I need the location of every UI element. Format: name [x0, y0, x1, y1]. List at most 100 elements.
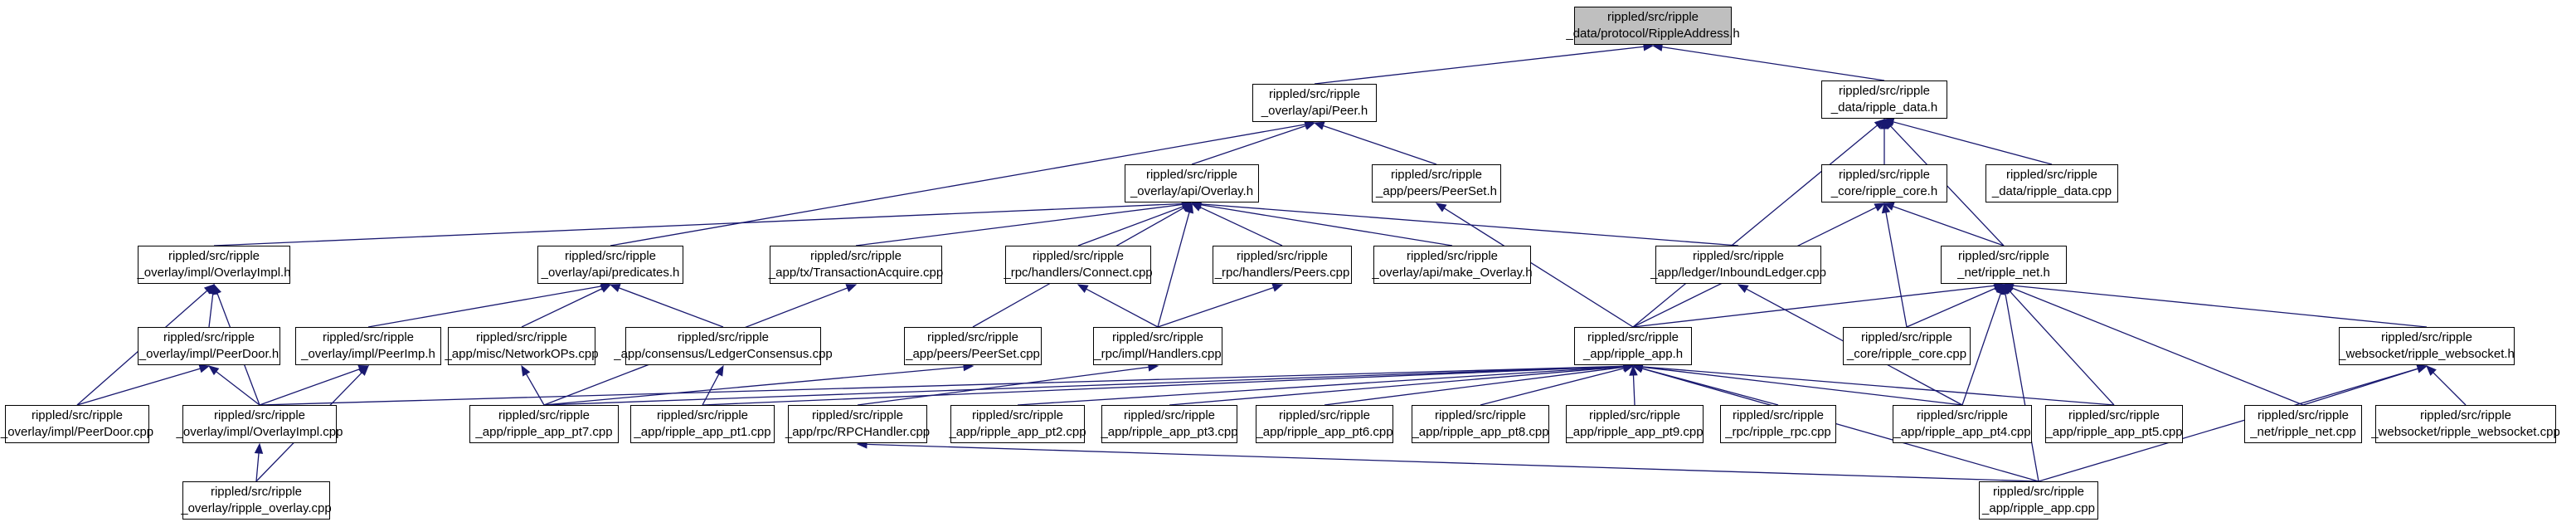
edge-ripple_data_h-to-root — [1661, 46, 1885, 81]
arrowhead-ledgerconsensus_cpp-to-predicates_h — [609, 284, 621, 292]
node-ripple-core-h[interactable]: rippled/src/ripple_core/ripple_core.h — [1821, 164, 1947, 203]
node-inboundledger-cpp[interactable]: rippled/src/ripple_app/ledger/InboundLed… — [1650, 246, 1826, 284]
edge-pt1_cpp-to-ripple_app_h — [702, 365, 1625, 406]
arrowhead-ripple_data_cpp-to-ripple_data_h — [1883, 117, 1895, 127]
node-peerset-cpp[interactable]: rippled/src/ripple_app/peers/PeerSet.cpp — [904, 327, 1042, 365]
node-ripple-net-h[interactable]: rippled/src/ripple_net/ripple_net.h — [1941, 246, 2067, 284]
node-ripple-app-pt7-cpp[interactable]: rippled/src/ripple_app/ripple_app_pt7.cp… — [469, 405, 619, 443]
arrowhead-ripple_app_h-to-ripple_data_h — [1874, 119, 1886, 129]
node-ripple-websocket-h[interactable]: rippled/src/ripple_websocket/ripple_webs… — [2339, 327, 2515, 365]
node-ripple-data-cpp[interactable]: rippled/src/ripple_data/ripple_data.cpp — [1985, 164, 2118, 203]
arrowhead-peerdoor_cpp-to-overlayimpl_h — [203, 284, 215, 295]
arrowhead-peerset_h-to-peer_h — [1313, 121, 1325, 130]
arrowhead-pt1_cpp-to-ledgerconsensus_cpp — [714, 364, 724, 377]
edge-overlayimpl_cpp-to-peerimp_h — [259, 368, 360, 406]
edge-ripple_websocket_h-to-ripple_net_h — [2012, 285, 2428, 328]
node-peerset-h[interactable]: rippled/src/ripple_app/peers/PeerSet.h — [1372, 164, 1501, 203]
arrowhead-handlers_h-to-overlay_h — [1184, 202, 1194, 214]
node-networkops-cpp[interactable]: rippled/src/ripple_app/misc/NetworkOPs.c… — [445, 327, 599, 365]
node-ripple-app-pt6-cpp[interactable]: rippled/src/ripple_app/ripple_app_pt6.cp… — [1256, 405, 1393, 443]
arrowhead-pt4_cpp-to-ripple_net_h — [1996, 283, 2005, 295]
node-peers-cpp[interactable]: rippled/src/ripple_rpc/handlers/Peers.cp… — [1213, 246, 1352, 284]
node-peerdoor-cpp[interactable]: rippled/src/ripple_overlay/impl/PeerDoor… — [1, 405, 153, 443]
arrowhead-ripple_app_h-to-peerset_h — [1435, 203, 1447, 212]
node-make-overlay-h[interactable]: rippled/src/ripple_overlay/api/make_Over… — [1372, 246, 1533, 284]
edge-pt3_cpp-to-ripple_app_h — [1169, 366, 1625, 406]
edge-pt5_cpp-to-ripple_net_h — [2009, 290, 2115, 406]
edge-ripple_app_cpp-to-ripple_net_h — [2005, 293, 2039, 482]
arrowhead-ripple_net_cpp-to-ripple_net_h — [2002, 284, 2015, 293]
node-transactionacquire-cpp[interactable]: rippled/src/ripple_app/tx/TransactionAcq… — [769, 246, 943, 284]
edge-ripple_core_cpp-to-ripple_net_h — [1906, 287, 1996, 328]
edge-pt5_cpp-to-ripple_app_h — [1641, 366, 2115, 406]
edge-ripple_net_cpp-to-ripple_net_h — [2011, 287, 2304, 406]
node-handlers-cpp[interactable]: rippled/src/ripple_rpc/impl/Handlers.cpp — [1093, 327, 1222, 365]
edge-pt7_cpp-to-networkops_cpp — [525, 373, 545, 406]
node-ripple-net-cpp[interactable]: rippled/src/ripple_net/ripple_net.cpp — [2244, 405, 2362, 443]
edge-ripple_rpc_cpp-to-ripple_app_h — [1641, 368, 1779, 406]
node-predicates-h[interactable]: rippled/src/ripple_overlay/api/predicate… — [537, 246, 683, 284]
arrowhead-overlayimpl_cpp-to-peerimp_h — [357, 364, 370, 373]
arrowhead-ripple_app_cpp-to-ripple_websocket_h — [2416, 364, 2428, 373]
edge-pt7_cpp-to-ripple_app_h — [543, 365, 1625, 406]
edge-ripple_net_h-to-ripple_core_h — [1893, 206, 2005, 246]
edge-peers_cpp-to-overlay_h — [1199, 207, 1283, 246]
arrowhead-pt9_cpp-to-ripple_app_h — [1629, 364, 1638, 376]
node-ripple-app-pt1-cpp[interactable]: rippled/src/ripple_app/ripple_app_pt1.cp… — [630, 405, 775, 443]
edge-pt9_cpp-to-ripple_app_h — [1632, 374, 1636, 406]
edge-peerdoor_cpp-to-peerdoor_h — [76, 368, 201, 406]
node-ripple-app-pt5-cpp[interactable]: rippled/src/ripple_app/ripple_app_pt5.cp… — [2045, 405, 2183, 443]
arrowhead-pt7_cpp-to-networkops_cpp — [521, 364, 531, 377]
arrowhead-ripple_overlay_cpp-to-overlayimpl_cpp — [254, 442, 264, 454]
edge-ripple_core_cpp-to-ripple_core_h — [1885, 212, 1908, 328]
node-ripple-app-pt2-cpp[interactable]: rippled/src/ripple_app/ripple_app_pt2.cp… — [949, 405, 1086, 443]
node-ripple-websocket-cpp[interactable]: rippled/src/ripple_websocket/ripple_webs… — [2371, 405, 2560, 443]
node-overlayimpl-cpp[interactable]: rippled/src/ripple_overlay/impl/OverlayI… — [177, 405, 343, 443]
edge-pt8_cpp-to-ripple_app_h — [1480, 368, 1625, 406]
node-ledgerconsensus-cpp[interactable]: rippled/src/ripple_app/consensus/LedgerC… — [614, 327, 833, 365]
node-ripple-app-h[interactable]: rippled/src/ripple_app/ripple_app.h — [1574, 327, 1692, 365]
arrowhead-ripple_core_cpp-to-ripple_net_h — [1993, 284, 2005, 293]
edge-pt2_cpp-to-ripple_app_h — [1017, 366, 1625, 406]
node-ripple-app-pt4-cpp[interactable]: rippled/src/ripple_app/ripple_app_pt4.cp… — [1893, 405, 2032, 443]
node-ripple-app-pt8-cpp[interactable]: rippled/src/ripple_app/ripple_app_pt8.cp… — [1412, 405, 1549, 443]
node-ripple-app-cpp[interactable]: rippled/src/ripple_app/ripple_app.cpp — [1979, 481, 2098, 520]
edge-ripple_app_h-to-ripple_data_h — [1632, 124, 1878, 328]
node-connect-cpp[interactable]: rippled/src/ripple_rpc/handlers/Connect.… — [1004, 246, 1153, 284]
edge-pt1_cpp-to-ledgerconsensus_cpp — [702, 373, 720, 406]
edge-overlay_h-to-peer_h — [1191, 124, 1306, 165]
arrowhead-peers_cpp-to-overlay_h — [1190, 203, 1203, 212]
arrowhead-overlayimpl_cpp-to-overlayimpl_h — [213, 283, 221, 295]
edge-ripple_app_cpp-to-rpchandler_cpp — [866, 443, 2039, 482]
arrowhead-overlay_h-to-peer_h — [1304, 121, 1316, 130]
arrowhead-networkops_cpp-to-predicates_h — [600, 284, 612, 293]
arrowhead-ripple_app_cpp-to-ripple_app_h — [1631, 364, 1644, 373]
node-peerdoor-h[interactable]: rippled/src/ripple_overlay/impl/PeerDoor… — [138, 327, 280, 365]
arrowhead-ripple_app_cpp-to-ripple_net_h — [2000, 283, 2010, 295]
node-rpchandler-cpp[interactable]: rippled/src/ripple_app/rpc/RPCHandler.cp… — [785, 405, 930, 443]
edge-ripple_net_cpp-to-ripple_websocket_h — [2302, 368, 2418, 406]
edge-overlayimpl_cpp-to-ripple_app_h — [259, 365, 1625, 406]
edge-ripple_app_h-to-ripple_net_h — [1632, 285, 1995, 328]
arrowhead-ripple_net_h-to-ripple_data_h — [1883, 119, 1894, 129]
node-peer-h[interactable]: rippled/src/ripple_overlay/api/Peer.h — [1252, 84, 1377, 122]
arrowhead-ripple_overlay_cpp-to-peerimp_h — [358, 365, 369, 376]
node-ripple-app-pt9-cpp[interactable]: rippled/src/ripple_app/ripple_app_pt9.cp… — [1566, 405, 1704, 443]
arrowhead-pt5_cpp-to-ripple_net_h — [2003, 284, 2014, 295]
node-ripple-core-cpp[interactable]: rippled/src/ripple_core/ripple_core.cpp — [1843, 327, 1971, 365]
edge-overlayimpl_cpp-to-peerdoor_h — [216, 371, 260, 406]
arrowhead-ripple_websocket_cpp-to-ripple_websocket_h — [2426, 365, 2437, 376]
edge-connect_cpp-to-overlay_h — [1077, 206, 1184, 246]
node-ripple-rpc-cpp[interactable]: rippled/src/ripple_rpc/ripple_rpc.cpp — [1720, 405, 1836, 443]
node-ripple-app-pt3-cpp[interactable]: rippled/src/ripple_app/ripple_app_pt3.cp… — [1101, 405, 1238, 443]
node-overlayimpl-h[interactable]: rippled/src/ripple_overlay/impl/OverlayI… — [137, 246, 291, 284]
node-ripple-overlay-cpp[interactable]: rippled/src/ripple_overlay/ripple_overla… — [181, 481, 332, 520]
edge-ripple_overlay_cpp-to-overlayimpl_cpp — [255, 452, 260, 482]
arrowhead-overlayimpl_cpp-to-peerdoor_h — [207, 365, 220, 376]
edge-networkops_cpp-to-predicates_h — [521, 288, 603, 328]
node-peerimp-h[interactable]: rippled/src/ripple_overlay/impl/PeerImp.… — [295, 327, 441, 365]
node-overlay-h[interactable]: rippled/src/ripple_overlay/api/Overlay.h — [1125, 164, 1259, 203]
arrowhead-pt7_cpp-to-transactionacquire_cpp — [845, 284, 858, 293]
node-ripple-data-h[interactable]: rippled/src/ripple_data/ripple_data.h — [1821, 81, 1947, 119]
